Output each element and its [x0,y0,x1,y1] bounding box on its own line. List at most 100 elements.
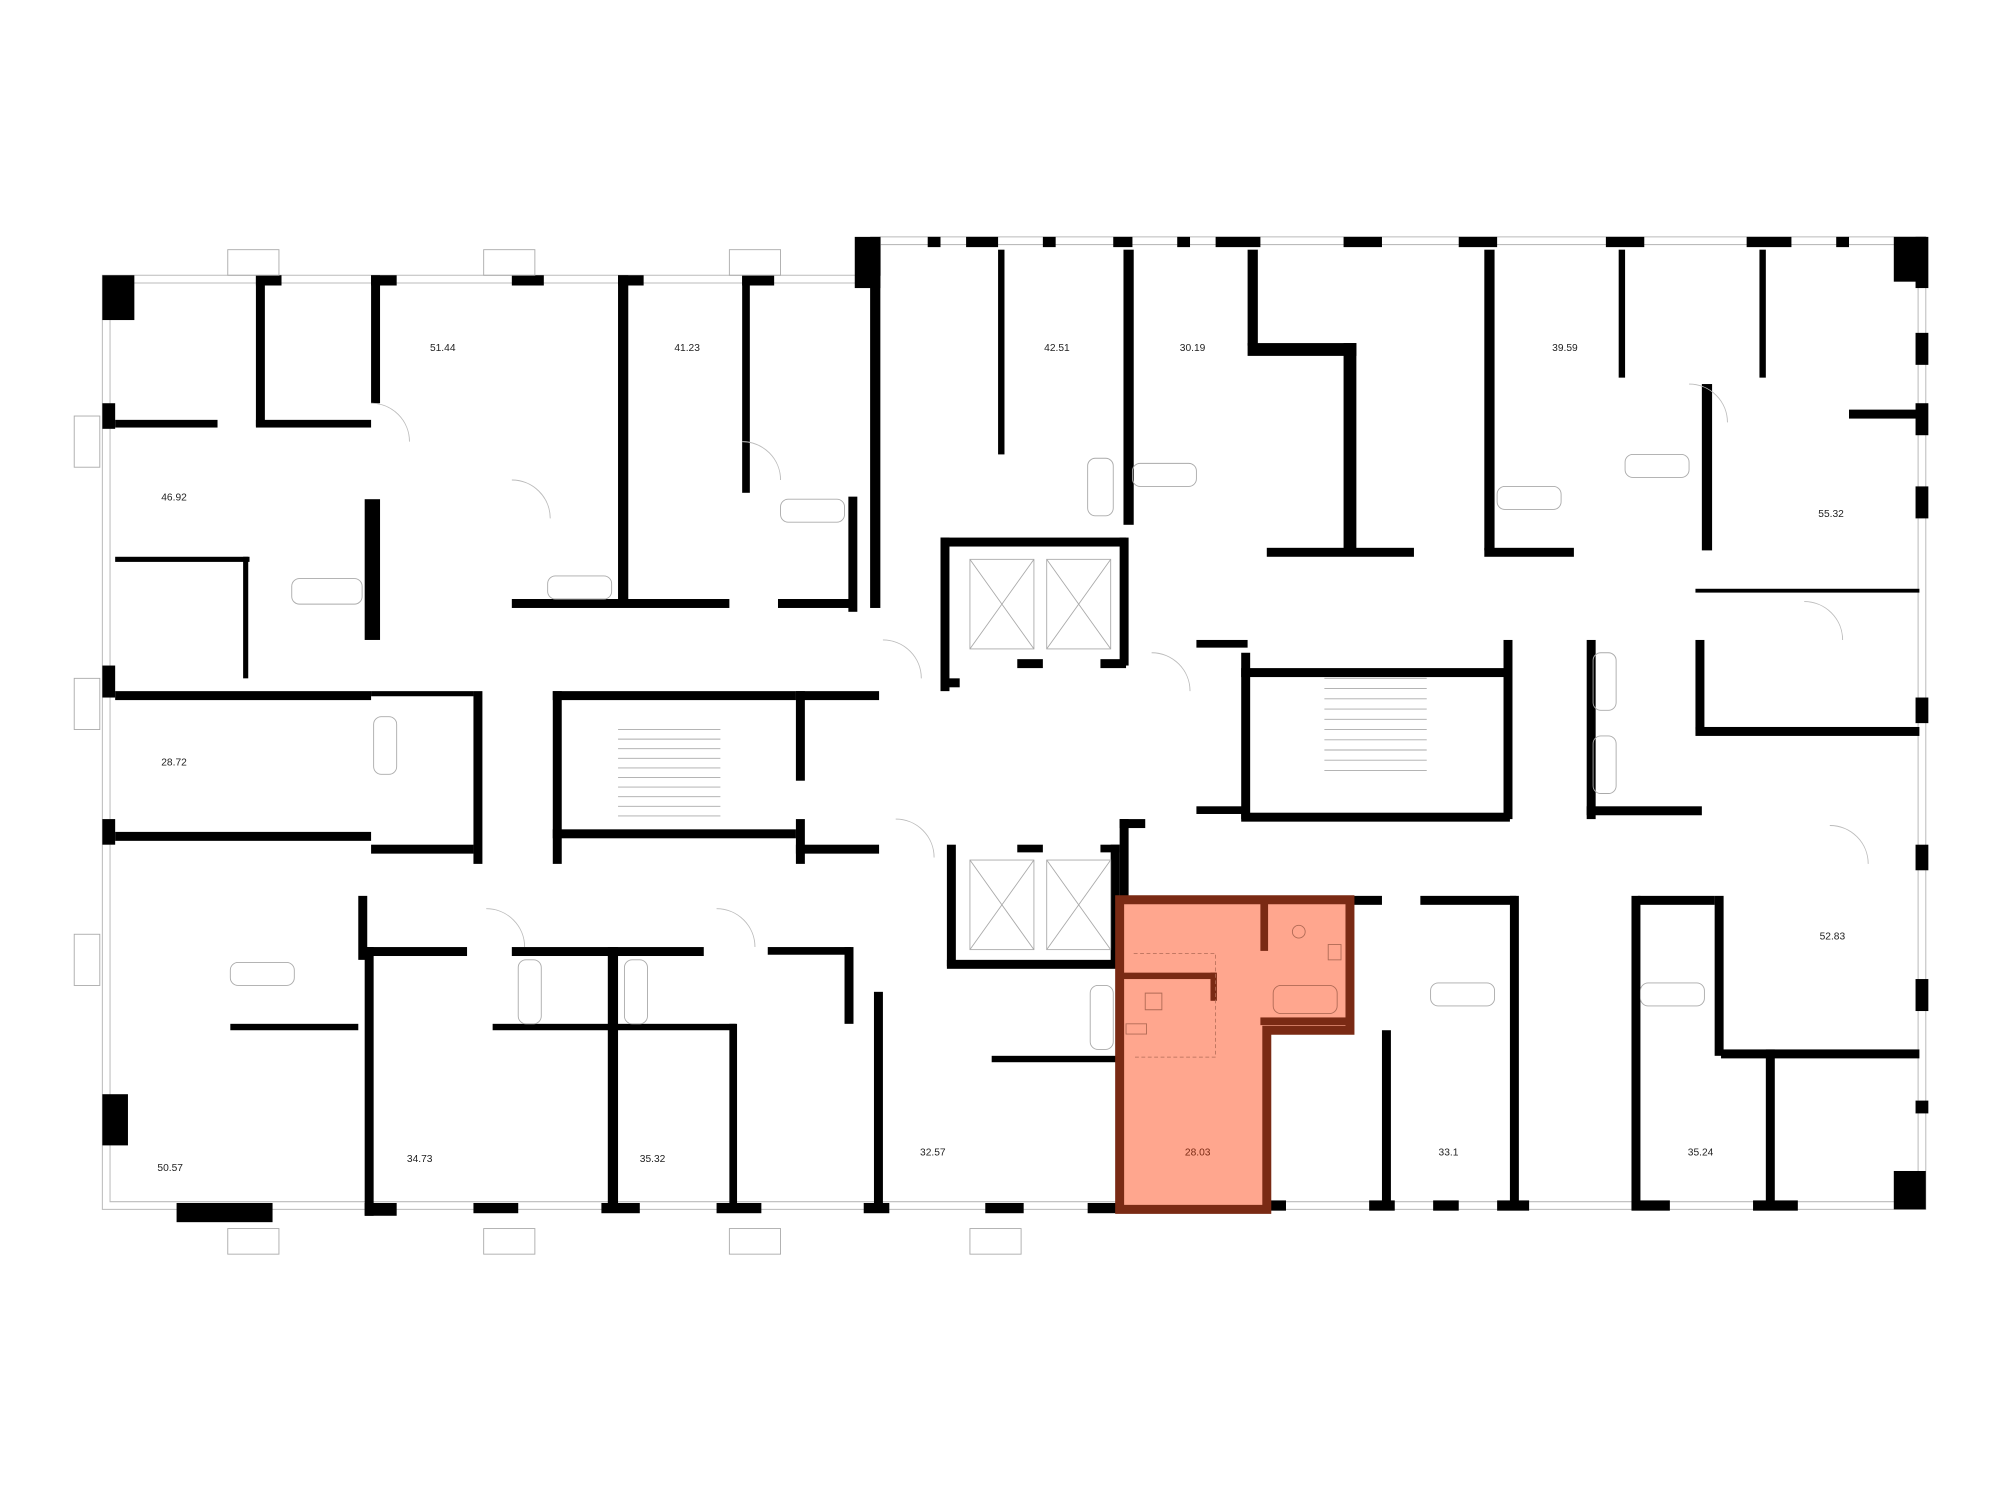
wall [1110,844,1120,967]
wall [364,947,374,1216]
wall [1196,639,1248,648]
wall [371,275,397,286]
wall [473,1202,519,1214]
wall [1631,1200,1670,1211]
wall [1119,537,1129,666]
wall [1420,895,1517,905]
wall [102,665,116,698]
wall [1605,236,1645,248]
wall [230,1023,359,1031]
elevator-cross-icon [1046,559,1112,650]
wall [873,991,883,1210]
door-swing [1689,383,1728,423]
wall [1381,1030,1391,1210]
door-swing [716,908,756,948]
wall [1893,1170,1926,1210]
bathtub-icon [1496,485,1562,510]
wall [1042,236,1056,248]
area-label: 42.51 [1044,343,1070,354]
area-label: 50.57 [157,1163,183,1174]
area-label-selected[interactable]: 28.03 [1185,1148,1211,1159]
wall [742,275,750,493]
wall [102,403,116,429]
door-swing [742,441,781,481]
wall [1119,819,1146,829]
wall [1241,652,1251,820]
wall [176,1202,273,1223]
wall [1893,236,1926,282]
wall [848,496,858,612]
wall [115,831,372,841]
door-swing [1829,825,1869,864]
window-sill-icon [73,933,101,986]
door-swing [882,639,922,679]
wall [966,236,999,248]
bathtub-icon [1592,652,1617,711]
wall [1484,249,1495,551]
window-sill-icon [728,1228,781,1255]
wall [115,419,218,428]
selected-apartment-28-03[interactable] [1115,895,1355,1214]
window-sill-icon [969,1228,1022,1255]
wall [1215,236,1261,248]
wall [1247,249,1258,346]
area-label: 41.23 [674,343,700,354]
wall [1714,895,1724,1056]
bathtub-icon [373,716,398,775]
elevator-cross-icon [1046,859,1112,950]
bathtub-icon [780,498,845,523]
wall [985,1202,1024,1214]
area-label: 35.24 [1688,1148,1714,1159]
area-label: 51.44 [430,343,456,354]
elevator-cross-icon [969,559,1035,650]
area-label: 28.72 [161,757,187,768]
elevator-icon [1046,558,1112,650]
wall [243,556,249,679]
wall [1509,895,1519,1210]
wall [1266,1200,1286,1211]
bathtub-icon [1089,984,1114,1050]
wall [1586,639,1596,820]
wall [940,537,950,692]
wall [1631,895,1641,1210]
wall [618,275,644,286]
wall [1241,668,1510,678]
door-swing [371,402,410,442]
wall [795,819,805,864]
wall [870,236,881,608]
elevator-cross-icon [969,859,1035,950]
wall [1586,806,1702,816]
fixtures [73,249,1869,1255]
wall [511,599,730,608]
door-swing [486,908,526,948]
elevator-icon [1046,859,1112,951]
wall [473,691,483,864]
wall [1458,236,1498,248]
elevator-icon [969,558,1035,650]
wall [1915,979,1929,1012]
wall [1915,844,1929,871]
bathtub-icon [623,959,648,1025]
wall [1746,236,1792,248]
wall [1637,895,1715,905]
wall [1433,1200,1459,1211]
wall [1849,409,1920,419]
wall [607,947,619,1210]
wall [946,844,956,967]
wall [358,895,368,960]
wall [1915,403,1929,436]
wall [1177,236,1191,248]
bathtub-icon [229,961,295,986]
wall [255,275,265,427]
wall [1100,659,1127,669]
area-label: 30.19 [1180,343,1206,354]
wall [1836,236,1850,248]
area-label: 55.32 [1818,509,1844,520]
wall [729,1023,738,1210]
wall [1247,343,1357,356]
window-sill-icon [483,1228,536,1255]
bathtub-icon [291,578,363,605]
wall [115,691,372,701]
window-sill-icon [227,1228,280,1255]
wall [1266,547,1414,557]
